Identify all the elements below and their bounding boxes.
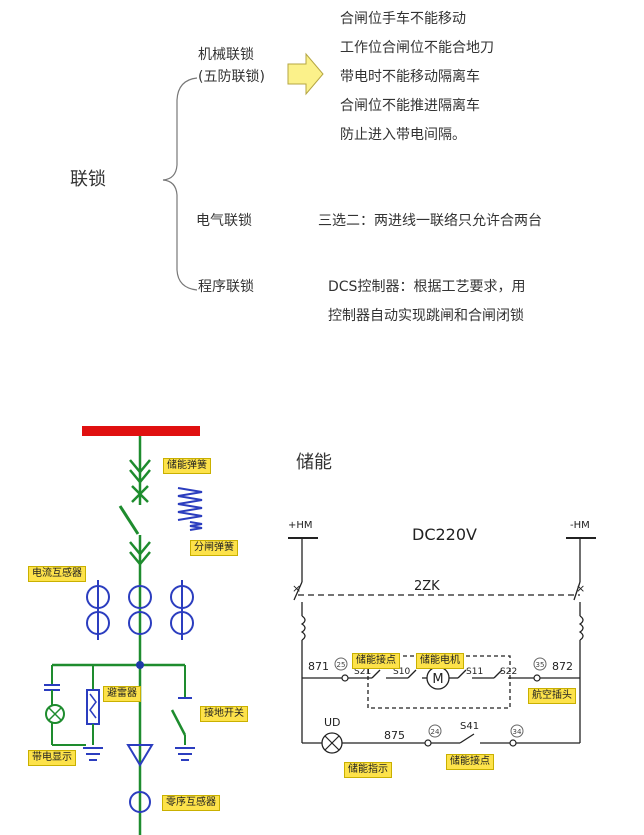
- mechanical-item: 工作位合闸位不能合地刀: [340, 40, 494, 56]
- earth-switch-label: 接地开关: [200, 706, 248, 722]
- mechanical-item: 带电时不能移动隔离车: [340, 69, 480, 85]
- storage-contact-top-label: 储能接点: [352, 653, 400, 669]
- junction-dot: [136, 661, 144, 669]
- mechanical-label-line2: (五防联锁): [198, 69, 265, 85]
- contact-s21: S21: [354, 667, 371, 677]
- contact-s11: S11: [466, 667, 483, 677]
- terminal-25: 25: [337, 661, 346, 669]
- ct-label: 电流互感器: [28, 566, 86, 582]
- lamp-ud-label: UD: [324, 716, 341, 729]
- node-875: 875: [384, 729, 405, 742]
- live-display-lamp-icon: [45, 704, 65, 724]
- arrow-right-icon: [287, 52, 324, 96]
- chevron-down-icon: [129, 541, 151, 556]
- storage-contact-bottom-label: 储能接点: [446, 754, 494, 770]
- chevron-down-icon: [129, 469, 151, 484]
- motor-symbol: M: [432, 672, 443, 687]
- breaker-x-icon: ×: [576, 582, 585, 595]
- aviation-plug-label: 航空插头: [528, 688, 576, 704]
- switch-blade: [118, 505, 140, 535]
- breaker-label: 2ZK: [414, 579, 440, 594]
- electrical-desc: 三选二：两进线一联络只允许合两台: [318, 213, 542, 229]
- earth-switch-blade: [170, 709, 187, 736]
- closing-spring-icon: [177, 487, 203, 521]
- zero-seq-ct-label: 零序互感器: [162, 795, 220, 811]
- node-872: 872: [552, 660, 573, 673]
- closing-spring-label: 储能弹簧: [163, 458, 211, 474]
- minus-hm-label: -HM: [570, 520, 590, 531]
- arrester-label: 避雷器: [103, 686, 141, 702]
- current-transformer-icon: [86, 580, 194, 640]
- mindmap-brace: [162, 52, 324, 291]
- live-display-label: 带电显示: [28, 750, 76, 766]
- contact-s10: S10: [393, 667, 410, 677]
- contact-s41: S41: [460, 721, 479, 732]
- busbar: [82, 426, 200, 436]
- storage-motor-label: 储能电机: [416, 653, 464, 669]
- storage-title: 储能: [296, 452, 332, 473]
- storage-circuit: M × × +HM -HM DC220V 2ZK 871 872 25 35 2…: [288, 520, 596, 754]
- opening-spring-label: 分闸弹簧: [190, 540, 238, 556]
- mechanical-item: 合闸位不能推进隔离车: [340, 98, 480, 114]
- ground-icon: [83, 747, 103, 761]
- electrical-label: 电气联锁: [196, 213, 252, 229]
- zero-seq-ct-icon: [129, 791, 151, 813]
- terminal-35: 35: [536, 661, 545, 669]
- mechanical-item: 合闸位手车不能移动: [340, 11, 466, 27]
- mechanical-label-line1: 机械联锁: [198, 47, 254, 63]
- chevron-down-icon: [129, 551, 151, 566]
- program-desc-line2: 控制器自动实现跳闸和合闸闭锁: [328, 308, 524, 324]
- dc-voltage-label: DC220V: [412, 525, 477, 544]
- terminal-34: 34: [513, 728, 522, 736]
- chevron-down-icon: [129, 459, 151, 474]
- node-871: 871: [308, 660, 329, 673]
- program-label: 程序联锁: [198, 279, 254, 295]
- mechanical-item: 防止进入带电间隔。: [340, 127, 466, 143]
- plus-hm-label: +HM: [288, 520, 313, 531]
- contact-s22: S22: [500, 667, 517, 677]
- ground-icon: [175, 747, 195, 761]
- interlock-root-label: 联锁: [70, 169, 106, 190]
- breaker-x-icon: ×: [292, 582, 301, 595]
- switchgear-diagram: [44, 426, 203, 835]
- storage-indicator-label: 储能指示: [344, 762, 392, 778]
- cable-head-icon: [126, 744, 154, 767]
- terminal-24: 24: [431, 728, 440, 736]
- program-desc-line1: DCS控制器：根据工艺要求，用: [328, 279, 526, 295]
